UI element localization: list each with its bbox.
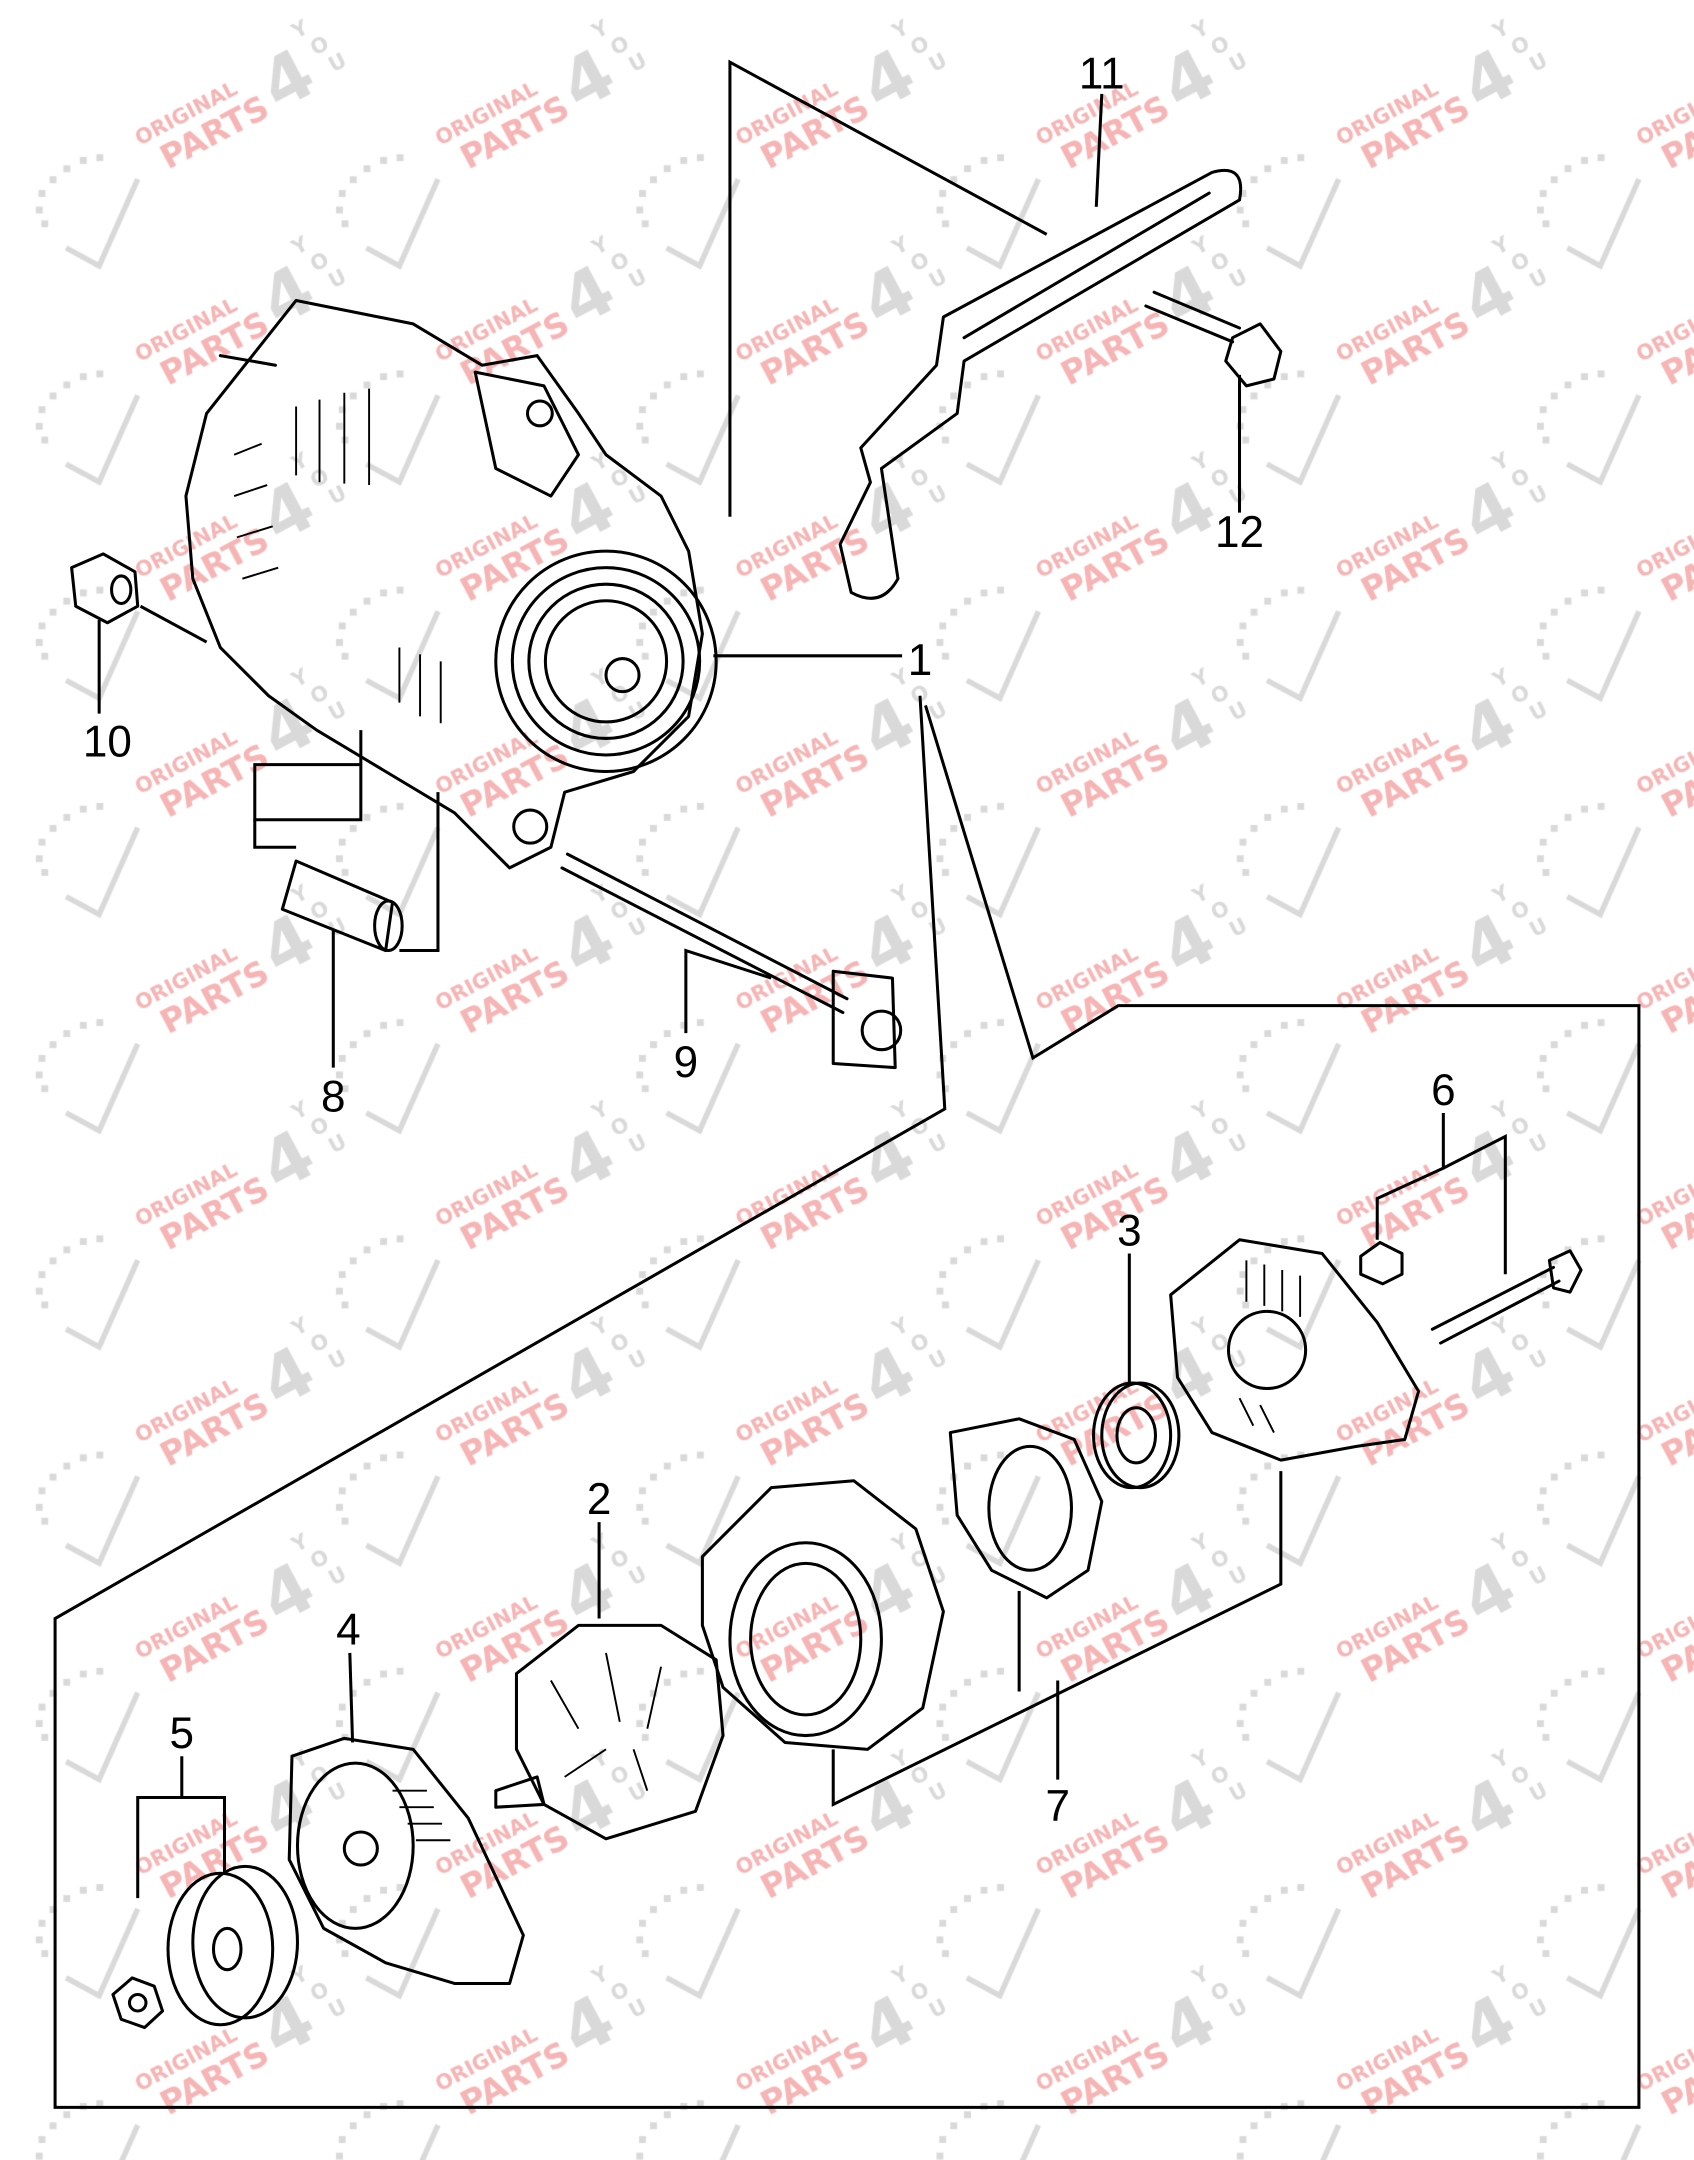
callout-4: 4 xyxy=(336,1606,361,1655)
callout-9: 9 xyxy=(674,1038,699,1087)
callout-12: 12 xyxy=(1215,508,1264,557)
callout-11: 11 xyxy=(1079,49,1125,98)
bearing-part-3 xyxy=(1092,1381,1181,1490)
bracket-part-11 xyxy=(838,168,1243,600)
collar-part-8 xyxy=(280,859,404,953)
nut-part-10 xyxy=(70,552,140,625)
callout-10: 10 xyxy=(83,717,132,766)
rear-housing xyxy=(1169,1238,1421,1462)
alternator-assembly xyxy=(184,298,718,870)
front-housing-part-4 xyxy=(287,1736,525,1985)
callout-8: 8 xyxy=(321,1073,346,1122)
stator xyxy=(700,1479,945,1751)
callout-6: 6 xyxy=(1431,1066,1456,1115)
rotor-part-2 xyxy=(494,1623,725,1841)
callout-3: 3 xyxy=(1117,1206,1142,1255)
pulley-nut-part-5 xyxy=(111,1864,299,2030)
rectifier-plate xyxy=(948,1417,1104,1600)
nut-bolt-part-6 xyxy=(1359,1240,1583,1345)
bolt-part-9 xyxy=(560,852,903,1070)
bolt-part-12 xyxy=(1144,290,1283,388)
callout-5: 5 xyxy=(170,1709,195,1758)
leader-lines xyxy=(53,59,1641,2109)
callout-7: 7 xyxy=(1045,1782,1070,1831)
callout-2: 2 xyxy=(587,1475,612,1524)
callout-1: 1 xyxy=(908,636,933,685)
callout-labels: 1 2 3 4 5 6 7 8 9 10 11 12 xyxy=(83,49,1456,1831)
